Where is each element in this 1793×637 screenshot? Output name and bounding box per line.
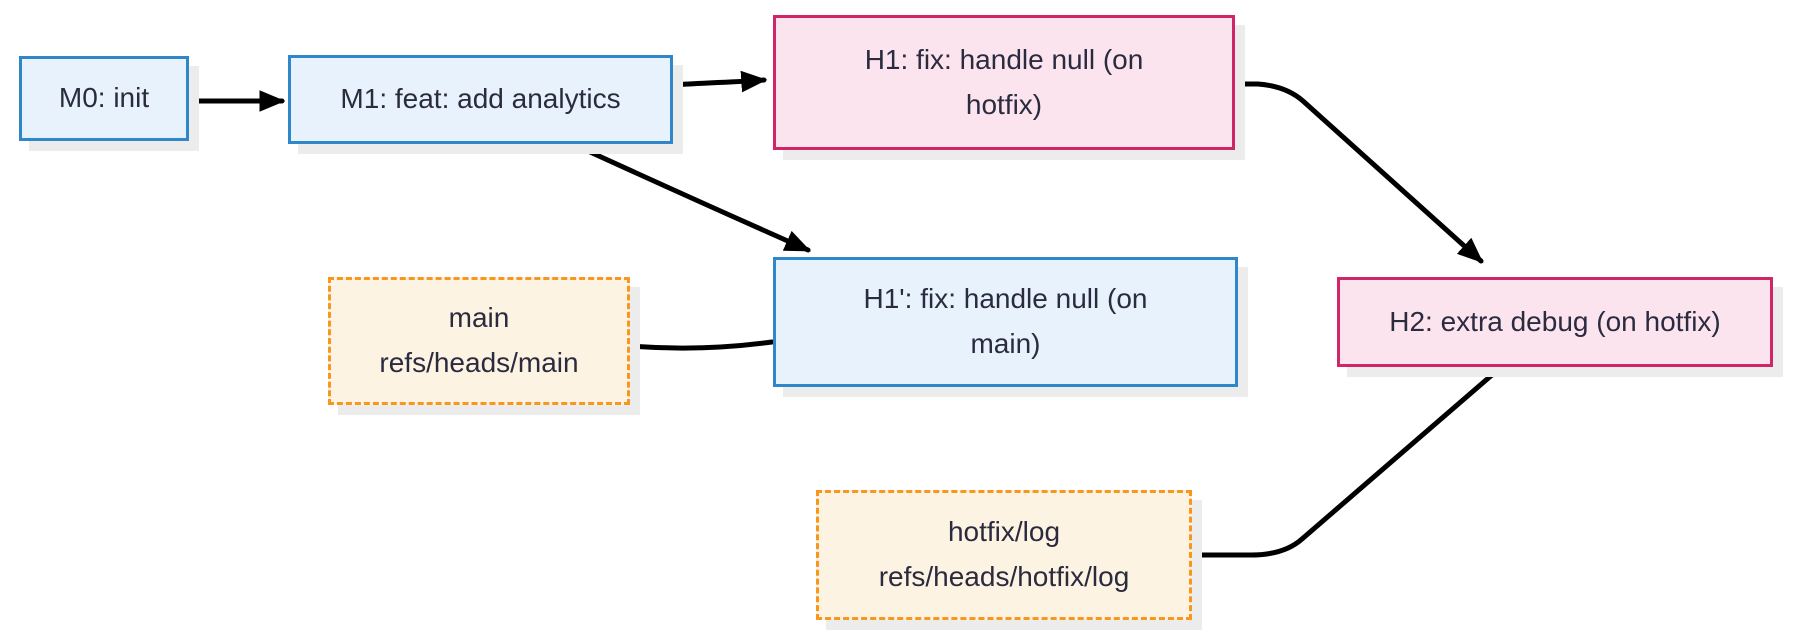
node-commit-h1-prime-label-line1: H1': fix: handle null (on <box>863 283 1148 315</box>
node-ref-hotfix-log: hotfix/log refs/heads/hotfix/log <box>816 490 1192 620</box>
edge-h1-h2 <box>1232 81 1484 264</box>
node-ref-hotfix-log-path: refs/heads/hotfix/log <box>878 561 1130 592</box>
node-commit-h1-prime: H1': fix: handle null (on main) <box>773 257 1238 387</box>
edge-main-h1p <box>627 339 775 351</box>
node-commit-m1-label: M1: feat: add analytics <box>340 83 621 115</box>
edge-hotfix-h2 <box>1189 365 1503 558</box>
node-commit-m0-label: M0: init <box>58 82 150 114</box>
edge-m1-h1p <box>574 143 811 253</box>
node-commit-h2-label: H2: extra debug (on hotfix) <box>1389 305 1721 337</box>
node-commit-h1: H1: fix: handle null (on hotfix) <box>773 15 1235 150</box>
node-commit-m1: M1: feat: add analytics <box>288 55 673 144</box>
node-ref-main-path: refs/heads/main <box>379 347 579 378</box>
node-commit-h1-label-line1: H1: fix: handle null (on <box>864 43 1144 75</box>
node-ref-hotfix-log-name: hotfix/log <box>947 516 1061 548</box>
edge-m1-h1 <box>670 70 768 93</box>
node-commit-h1-label-line2: hotfix) <box>965 88 1043 120</box>
node-commit-h2: H2: extra debug (on hotfix) <box>1337 277 1773 367</box>
node-commit-h1-prime-label-line2: main) <box>970 328 1041 359</box>
node-commit-m0: M0: init <box>19 56 189 141</box>
node-ref-main-name: main <box>448 302 510 334</box>
node-ref-main: main refs/heads/main <box>328 277 630 405</box>
